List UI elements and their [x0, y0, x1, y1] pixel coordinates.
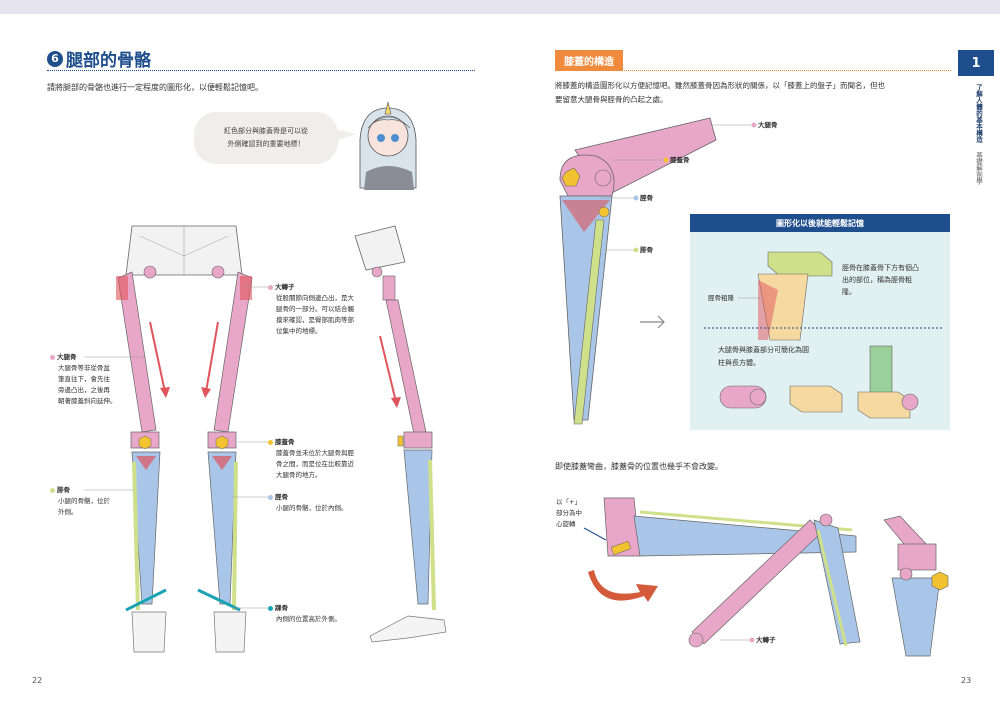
- note-tuberosity: 脛骨在膝蓋骨下方有個凸出的部位，稱為脛骨粗隆。: [842, 264, 919, 296]
- page-number-left: 22: [32, 676, 43, 685]
- bubble-line-2: 外側確認到的重要地標！: [227, 140, 305, 148]
- blue-dot-icon: [268, 494, 273, 500]
- left-title-rule: [47, 70, 475, 71]
- chapter-title: 了解人體的基本構造: [974, 84, 983, 143]
- yellow-dot-icon: [268, 439, 273, 445]
- right-title: 膝蓋的構造: [555, 50, 623, 71]
- left-leader-lines: [84, 286, 268, 609]
- label-right-fibula: 腓骨: [640, 246, 653, 254]
- label-right-patella: 膝蓋骨: [670, 156, 690, 164]
- green-dot-icon: [50, 487, 55, 493]
- teal-dot-icon: [268, 605, 273, 611]
- bubble-line-1: 紅色部分與膝蓋骨是可以從: [224, 127, 308, 135]
- label-fibula: 腓骨 小腿的骨骼，位於外側。: [50, 485, 110, 518]
- section-number-badge: 6: [47, 50, 63, 67]
- top-band: [0, 0, 1000, 14]
- label-right-femur: 大腿骨: [758, 121, 778, 129]
- front-leg-skeleton: [116, 225, 253, 653]
- chapter-number: 1: [971, 55, 981, 71]
- label-patella: 膝蓋骨 膝蓋骨並未位於大腿骨與脛骨之間，而是位在比較靠近大腿骨的地方。: [268, 437, 354, 481]
- left-intro: 請將腿部的骨骼也進行一定程度的圖形化，以便輕鬆記憶吧。: [47, 83, 263, 92]
- pink-dot-icon: [50, 354, 55, 360]
- chapter-subtitle: 基礎解剖學: [974, 152, 983, 185]
- note-simplify: 大腿骨與膝蓋部分可簡化為圓柱與長方體。: [718, 346, 809, 367]
- simplify-box-heading: 圖形化以後就能輕鬆記憶: [690, 214, 950, 232]
- speech-bubble: 紅色部分與膝蓋骨是可以從 外側確認到的重要地標！: [194, 112, 338, 164]
- page-number-right: 23: [961, 676, 972, 685]
- label-tibia: 脛骨 小腿的骨骼，位於內側。: [268, 492, 348, 514]
- label-right-trochanter: 大轉子: [756, 636, 776, 644]
- side-leg-skeleton: [354, 225, 447, 643]
- label-ankle: 踝骨 內側的位置高於外側。: [268, 603, 341, 625]
- bending-knee-diagrams: [583, 497, 949, 657]
- right-title-rule: [555, 70, 951, 71]
- chapter-tab[interactable]: 1: [958, 50, 994, 76]
- bend-subheading: 即使膝蓋彎曲，膝蓋骨的位置也幾乎不會改變。: [555, 462, 723, 471]
- label-trochanter: 大轉子 從股關節向側邊凸出，是大腿骨的一部分。可以結合觸 摸來確認，是臀部肌肉等…: [268, 282, 354, 337]
- pink-dot-icon: [268, 284, 273, 290]
- mascot-character: [359, 101, 417, 190]
- left-title: 6 腿部的骨骼: [47, 46, 151, 71]
- label-femur: 大腿骨 大腿骨等非從骨盆筆直往下，會先往 旁邊凸出，之後再朝著膝蓋斜向延伸。: [50, 352, 117, 407]
- left-title-text: 腿部的骨骼: [66, 51, 151, 71]
- knee-structure-diagram: [559, 117, 757, 425]
- label-right-tibia: 脛骨: [640, 194, 653, 202]
- label-tuberosity: 脛骨粗隆: [708, 294, 734, 302]
- right-intro: 將膝蓋的構造圖形化以方便記憶吧。雖然膝蓋骨因為形狀的關係，以「膝蓋上的盤子」而聞…: [555, 81, 885, 104]
- rotate-note: 以「+」部分為中心旋轉: [556, 498, 582, 528]
